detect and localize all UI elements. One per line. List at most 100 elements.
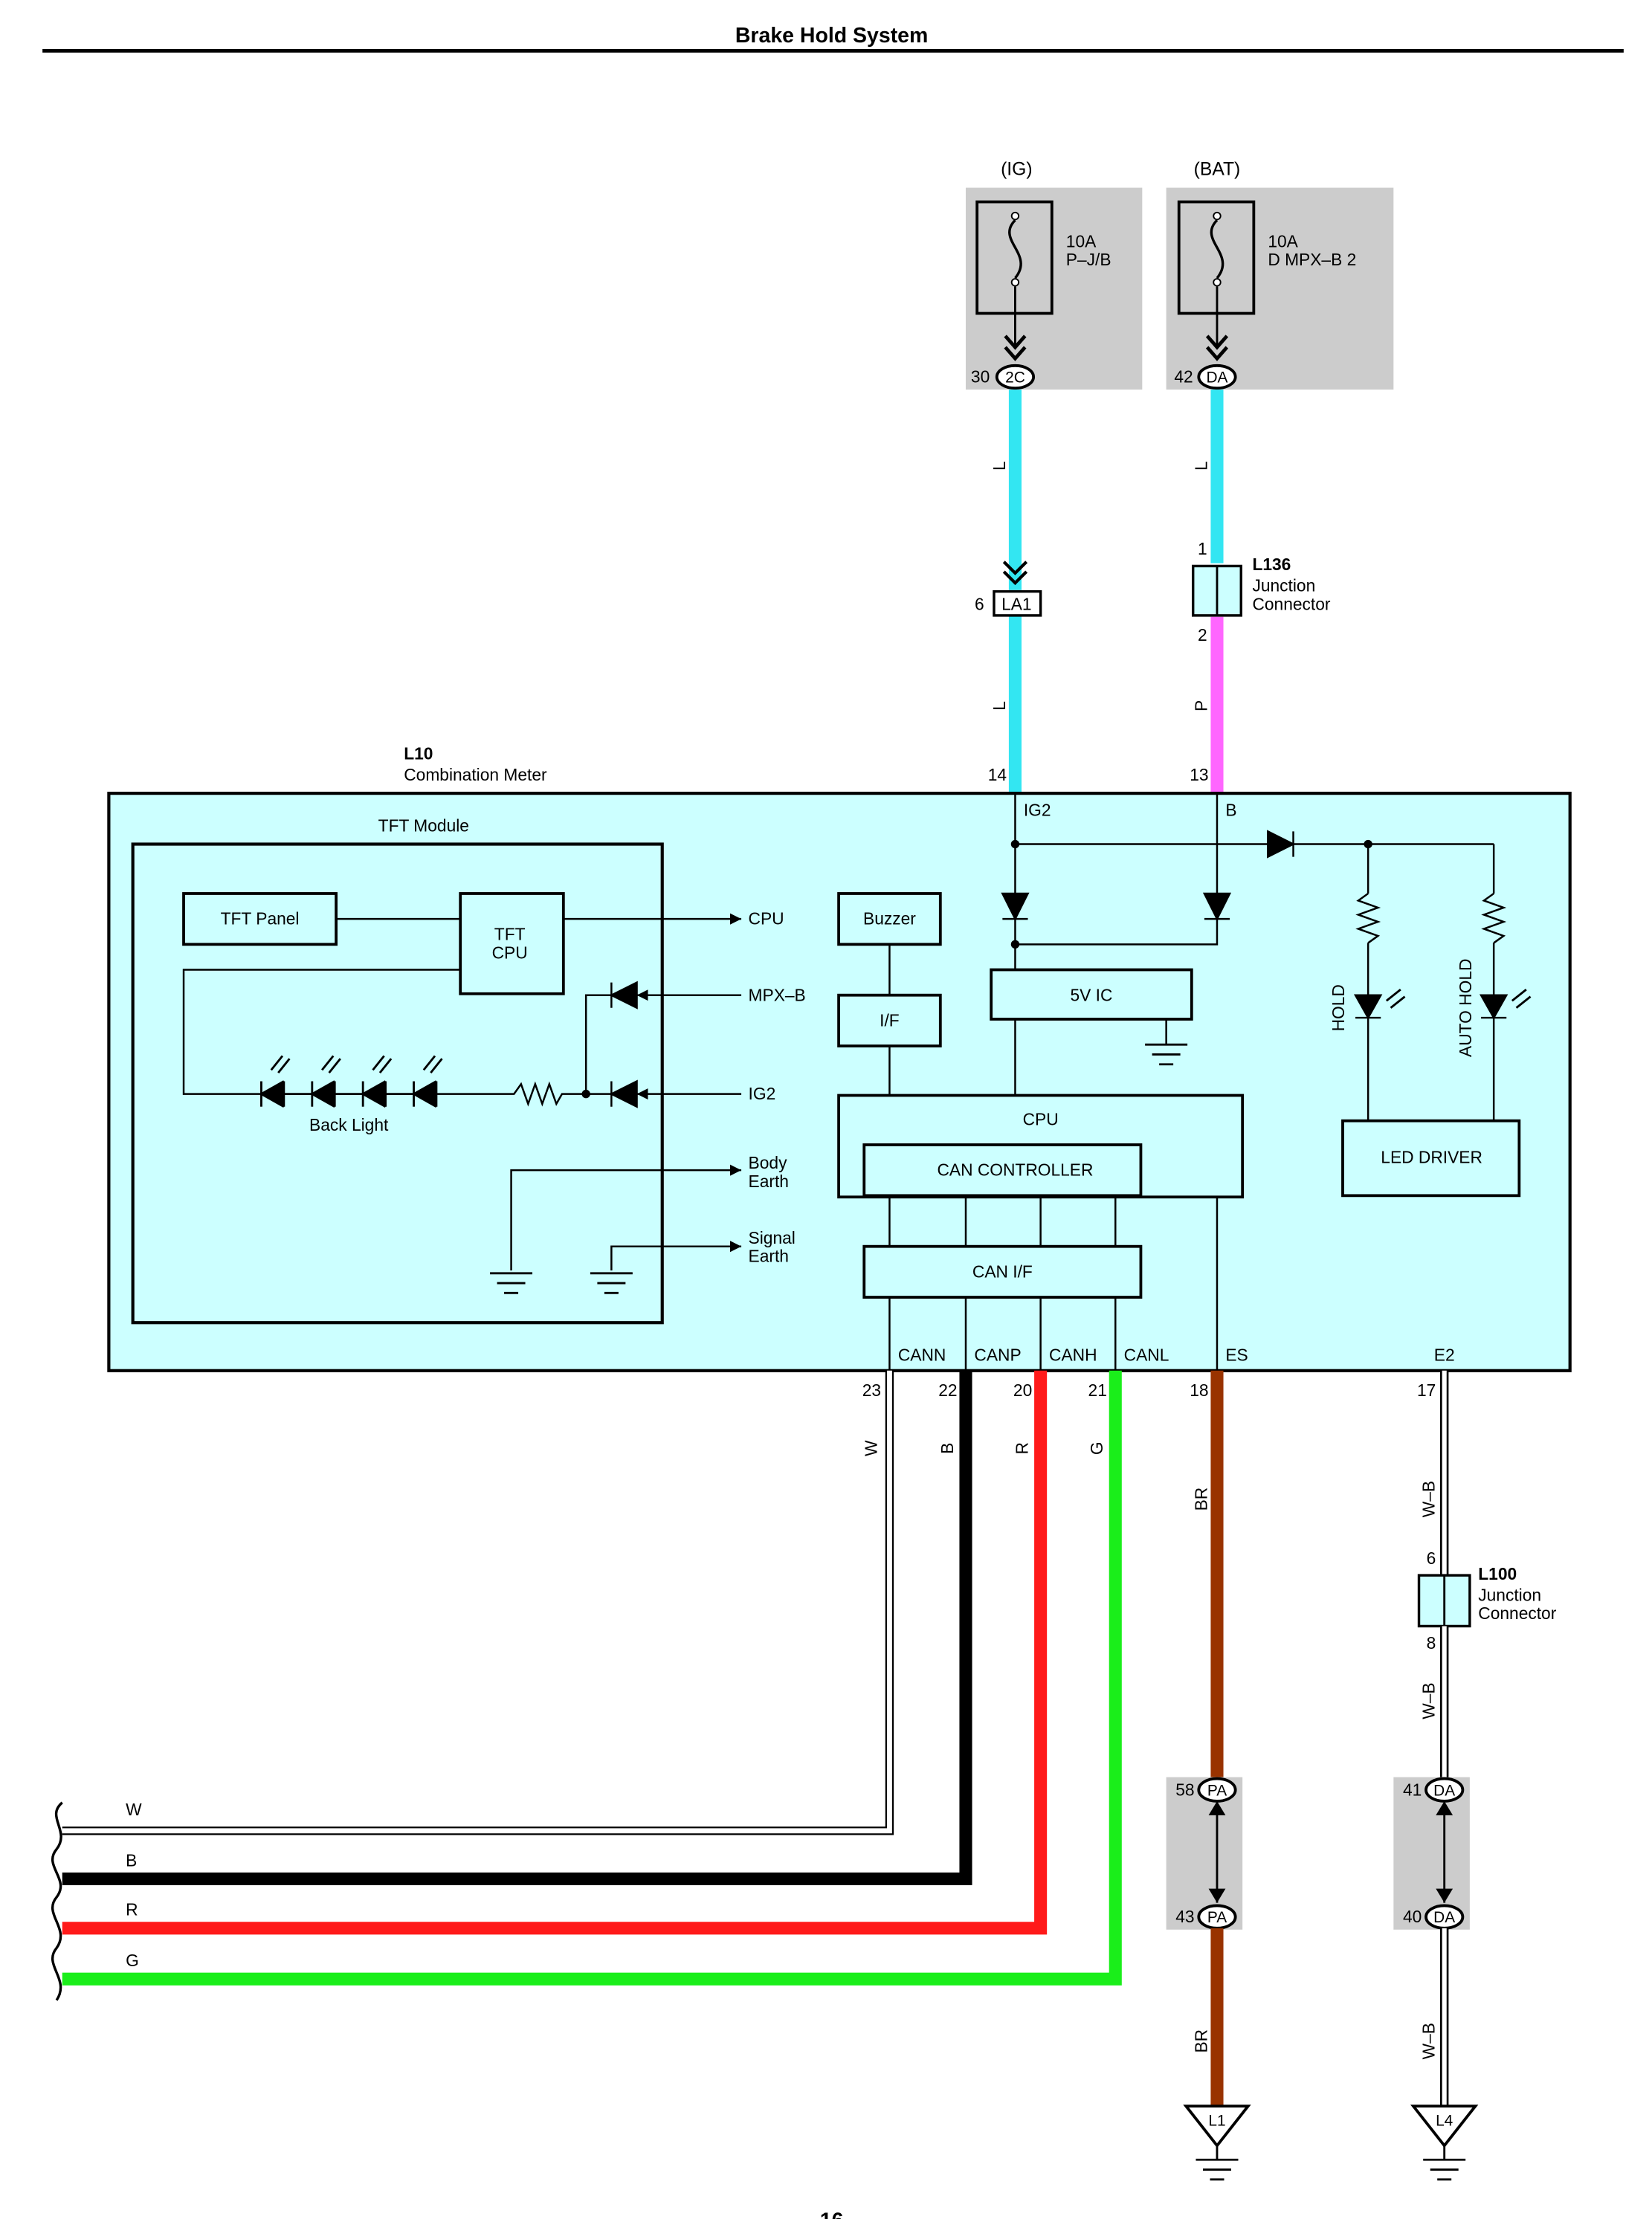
da-connector-shade [1393, 1777, 1470, 1930]
connector-la1-pin: 6 [975, 594, 984, 613]
meter-pin-ig2: 14 [988, 765, 1007, 784]
meter-pin-23: 23 [862, 1380, 881, 1400]
can-controller-box [862, 1143, 1143, 1198]
fuse-bat-rating: 10A [1268, 231, 1298, 251]
tft-cpu-box [459, 892, 565, 995]
wire-b: B [62, 1370, 972, 1885]
wire-g-label: G [1087, 1441, 1106, 1455]
back-light-label: Back Light [309, 1115, 389, 1134]
bus-label-g: G [126, 1951, 139, 1970]
ic-5v-ground-icon [1145, 1043, 1188, 1066]
wire-g: G [62, 1370, 1122, 1986]
led-driver-label: LED DRIVER [1381, 1148, 1482, 1167]
can-controller-label: CAN CONTROLLER [937, 1160, 1093, 1180]
fuse-bat-connector-oval [1197, 364, 1237, 390]
wire-wb: 6 8 L100 Junction Connector DA 41 DA 40 … [1393, 1370, 1557, 2181]
if-label: I/F [880, 1010, 900, 1030]
terminal-cann: CANN [898, 1345, 946, 1364]
junction-l136-pin-bottom: 2 [1198, 625, 1207, 645]
fuse-ig-name: P–J/B [1066, 250, 1111, 269]
wire-ig: LA1 6 L L [975, 390, 1042, 794]
wire-br-lower-label: BR [1192, 2029, 1211, 2053]
wire-ig-lower-label: L [990, 701, 1009, 711]
cpu-label: CPU [1023, 1109, 1059, 1128]
combination-meter: L10 Combination Meter 14 13 IG2 B TFT Mo… [107, 744, 1572, 1372]
terminal-es: ES [1225, 1345, 1248, 1364]
signal-earth-2: Earth [749, 1247, 789, 1266]
wire-w: W [62, 1370, 894, 1835]
tft-module-box [131, 842, 664, 1325]
junction-l136-id: L136 [1252, 555, 1291, 574]
meter-pin-20: 20 [1013, 1380, 1032, 1400]
hold-label: HOLD [1329, 984, 1348, 1031]
resistor-hold [1355, 892, 1381, 944]
bus-label-b: B [126, 1850, 137, 1870]
fuse-bat-connector: DA [1206, 369, 1227, 387]
can-if-label: CAN I/F [972, 1262, 1033, 1281]
wire-wb-label-3: W–B [1419, 2023, 1438, 2059]
wire-bat-upper-label: L [1192, 461, 1211, 471]
wire-ig-upper-label: L [990, 461, 1009, 471]
signal-earth-1: Signal [749, 1228, 796, 1247]
pa-connector-shade [1166, 1777, 1243, 1930]
junction-l100-id: L100 [1478, 1564, 1517, 1583]
body-earth-1: Body [749, 1153, 788, 1172]
led-driver-box [1341, 1119, 1521, 1198]
meter-label-ig2: IG2 [1024, 801, 1051, 820]
da-pin-top: 41 [1403, 1780, 1422, 1799]
meter-body [107, 792, 1572, 1372]
junction-l136-name-2: Connector [1252, 594, 1330, 613]
wire-w-label: W [861, 1440, 880, 1456]
resistor-auto-hold [1481, 892, 1507, 944]
wire-wb-label-2: W–B [1419, 1682, 1438, 1719]
da-pin-bottom: 40 [1403, 1907, 1422, 1926]
meter-label-b: B [1225, 801, 1236, 820]
meter-pin-b: 13 [1190, 765, 1208, 784]
auto-hold-label: AUTO HOLD [1456, 959, 1475, 1057]
pa-pin-bottom: 43 [1175, 1907, 1194, 1926]
ic-5v-label: 5V IC [1071, 985, 1113, 1004]
pa-connector-bottom: PA [1207, 1909, 1227, 1926]
page-number: 16 [820, 2209, 844, 2219]
meter-pin-22: 22 [938, 1380, 957, 1400]
junction-l100-name-1: Junction [1478, 1585, 1541, 1604]
fuse-bat-pin: 42 [1174, 367, 1193, 387]
wire-wb-label-1: W–B [1419, 1481, 1438, 1517]
fuse-bat-supply: (BAT) [1194, 159, 1241, 179]
wire-b-label: B [938, 1443, 957, 1454]
backlight-leds [259, 1055, 443, 1108]
tft-cpu-label-2: CPU [492, 943, 528, 962]
terminal-canp: CANP [974, 1345, 1021, 1364]
junction-l136-name-1: Junction [1252, 576, 1315, 595]
fuse-ig-connector-oval [995, 364, 1036, 390]
da-connector-top: DA [1433, 1782, 1455, 1799]
junction-l100-pin-top: 6 [1427, 1548, 1436, 1568]
ground-l4-label: L4 [1436, 2113, 1453, 2130]
pa-pin-top: 58 [1175, 1780, 1194, 1799]
ic-5v-box [990, 968, 1193, 1021]
terminal-canh: CANH [1049, 1345, 1097, 1364]
buzzer-label: Buzzer [863, 909, 916, 928]
meter-id: L10 [404, 744, 433, 763]
fuse-ig-connector: 2C [1005, 369, 1025, 387]
fuse-ig-rating: 10A [1066, 231, 1097, 251]
pa-connector-top: PA [1207, 1782, 1227, 1799]
wire-r: R [62, 1370, 1048, 1935]
terminal-canl: CANL [1124, 1345, 1169, 1364]
fuse-ig-group: (IG) 10A P–J/B 30 2C [965, 159, 1143, 390]
meter-pin-17: 17 [1417, 1380, 1436, 1400]
signal-earth-ground-icon [590, 1272, 633, 1294]
diagram-title: Brake Hold System [735, 24, 929, 48]
fuse-ig-pin: 30 [971, 367, 990, 387]
meter-pin-21: 21 [1088, 1380, 1107, 1400]
tft-panel-label: TFT Panel [221, 909, 300, 928]
meter-name: Combination Meter [404, 765, 547, 784]
wire-br-upper-label: BR [1192, 1488, 1211, 1511]
fuse-ig-supply: (IG) [1001, 159, 1032, 179]
bus-break-symbol [51, 1801, 63, 2001]
tft-cpu-label-1: TFT [494, 925, 526, 944]
ground-l1-icon [1196, 2158, 1239, 2181]
junction-l100-pin-bottom: 8 [1427, 1633, 1436, 1653]
fuse-bat-name: D MPX–B 2 [1268, 250, 1356, 269]
